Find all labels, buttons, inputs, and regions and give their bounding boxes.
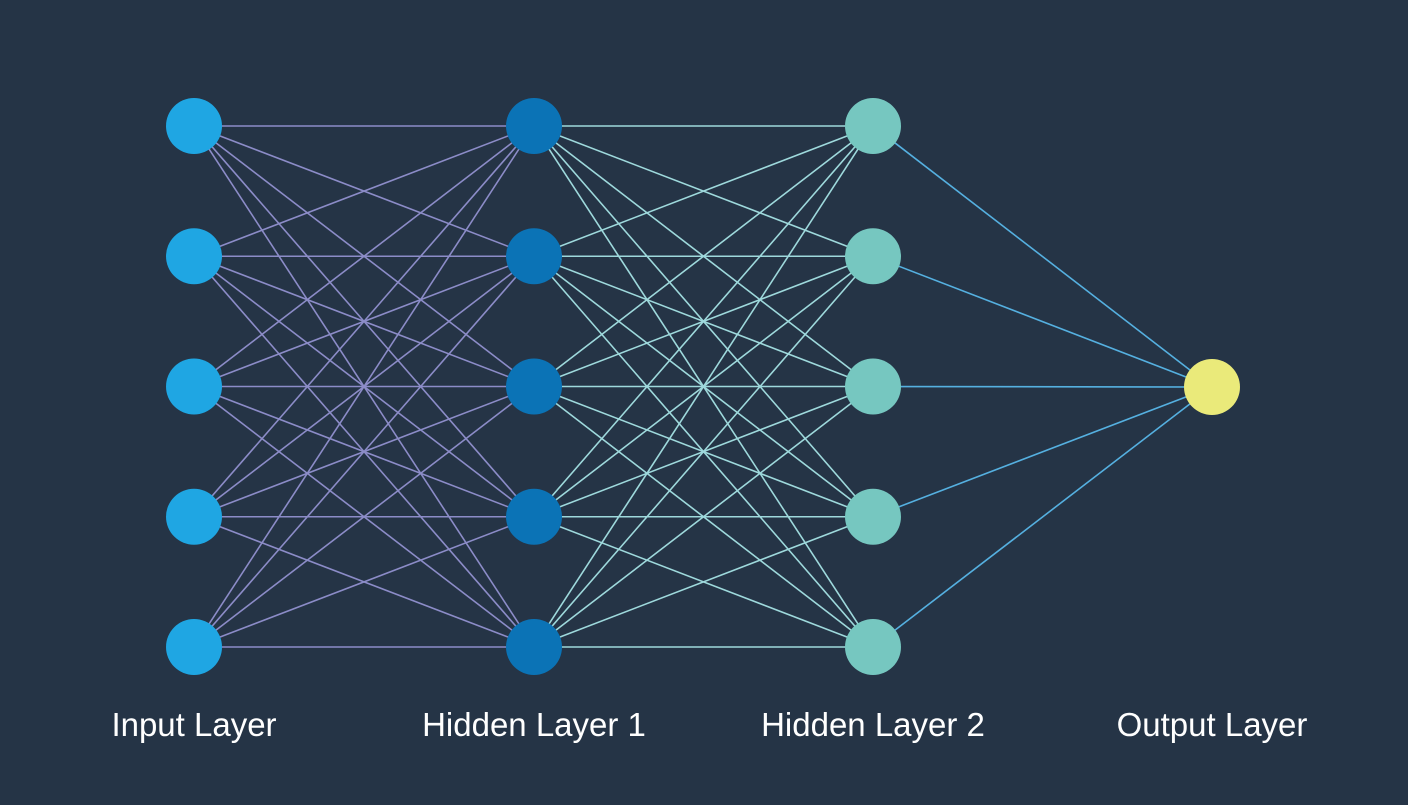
input-layer-neuron-4 (166, 488, 222, 545)
connection-hidden-layer-2-1-to-output-layer-1 (872, 125, 1213, 388)
connection-hidden-layer-2-5-to-output-layer-1 (872, 386, 1213, 648)
output-layer-neuron-1 (1184, 359, 1240, 415)
connection-hidden-layer-1-3-to-hidden-layer-2-1 (533, 125, 874, 388)
hidden-layer-1-label: Hidden Layer 1 (422, 706, 646, 743)
connection-hidden-layer-1-5-to-hidden-layer-2-1 (533, 125, 874, 648)
connection-hidden-layer-2-2-to-output-layer-1 (872, 255, 1213, 388)
connection-hidden-layer-2-4-to-output-layer-1 (872, 386, 1213, 518)
input-layer-neuron-1 (166, 98, 222, 154)
input-layer-label: Input Layer (111, 706, 276, 743)
connection-input-layer-5-to-hidden-layer-1-4 (193, 516, 535, 648)
input-layer-neuron-3 (166, 358, 222, 415)
connection-input-layer-4-to-hidden-layer-1-1 (193, 125, 535, 518)
connection-hidden-layer-1-4-to-hidden-layer-2-1 (533, 125, 874, 518)
connection-hidden-layer-1-5-to-hidden-layer-2-2 (533, 255, 874, 648)
hidden-layer-2-neuron-5 (845, 619, 901, 675)
hidden-layer-1-neuron-3 (506, 358, 562, 415)
connection-input-layer-5-to-hidden-layer-1-2 (193, 255, 535, 648)
connection-hidden-layer-1-2-to-hidden-layer-2-1 (533, 125, 874, 257)
connections (193, 125, 1213, 648)
output-layer-label: Output Layer (1117, 706, 1308, 743)
hidden-layer-1-neuron-1 (506, 98, 562, 154)
hidden-layer-2-neuron-4 (845, 488, 901, 545)
connection-input-layer-2-to-hidden-layer-1-1 (193, 125, 535, 257)
connection-input-layer-5-to-hidden-layer-1-3 (193, 385, 535, 648)
connection-input-layer-5-to-hidden-layer-1-1 (193, 125, 535, 648)
hidden-layer-2-neuron-3 (845, 358, 901, 415)
hidden-layer-2-label: Hidden Layer 2 (761, 706, 985, 743)
input-layer-neuron-5 (166, 619, 222, 675)
hidden-layer-1-neuron-4 (506, 488, 562, 545)
hidden-layer-1-neuron-2 (506, 228, 562, 285)
connection-hidden-layer-2-3-to-output-layer-1 (872, 385, 1213, 388)
input-layer-neuron-2 (166, 228, 222, 285)
hidden-layer-2-neuron-1 (845, 98, 901, 154)
connection-hidden-layer-1-5-to-hidden-layer-2-4 (533, 516, 874, 648)
connection-input-layer-3-to-hidden-layer-1-1 (193, 125, 535, 388)
connection-hidden-layer-1-5-to-hidden-layer-2-3 (533, 385, 874, 648)
hidden-layer-1-neuron-5 (506, 619, 562, 675)
hidden-layer-2-neuron-2 (845, 228, 901, 285)
neurons (166, 98, 1240, 675)
